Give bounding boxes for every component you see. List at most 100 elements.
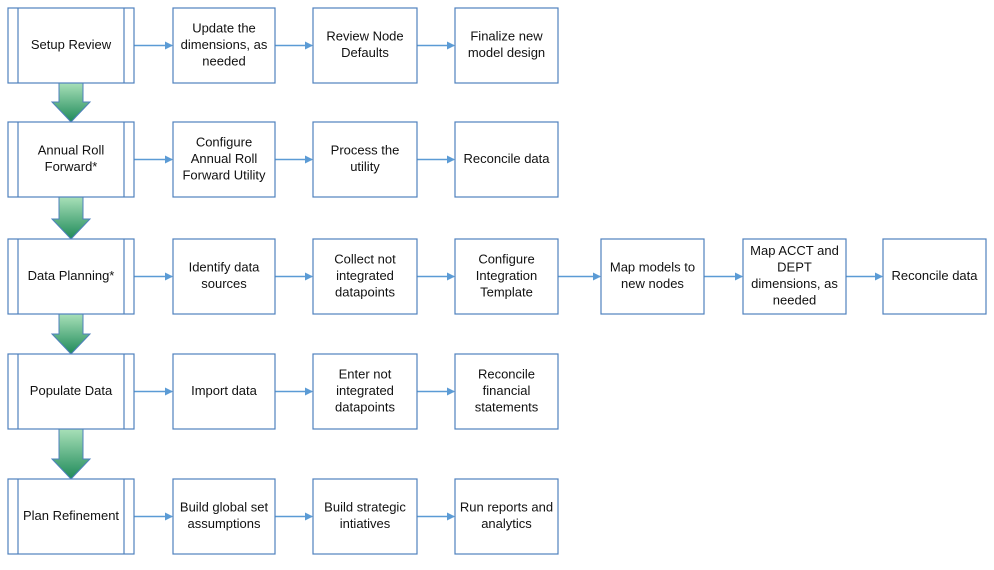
step-label-line: statements xyxy=(475,399,539,414)
step-label-line: Collect not xyxy=(334,251,396,266)
step-label-line: needed xyxy=(773,293,816,308)
step-label-line: analytics xyxy=(481,516,532,531)
step-box-frame xyxy=(312,7,418,84)
down-arrows xyxy=(50,82,92,480)
phase-box-frame xyxy=(7,7,135,84)
step-label-line: Map ACCT and xyxy=(750,243,839,258)
step-box-frame xyxy=(882,238,987,315)
down-arrow xyxy=(50,82,92,123)
step-box-frame xyxy=(454,7,559,84)
step-box-frame xyxy=(172,353,276,430)
step-label-line: Run reports and xyxy=(460,500,553,515)
phase-box: Setup Review xyxy=(7,7,135,84)
step-label-line: datapoints xyxy=(335,284,395,299)
step-label-line: Reconcile xyxy=(478,366,535,381)
phase-box-frame xyxy=(7,478,135,555)
down-arrow xyxy=(50,313,92,355)
step-label-line: financial xyxy=(483,383,531,398)
step-label-line: new nodes xyxy=(621,276,684,291)
step-box-frame xyxy=(454,353,559,430)
step-label-line: Enter not xyxy=(339,366,392,381)
step-label-line: assumptions xyxy=(188,516,261,531)
phase-label-line: Forward* xyxy=(45,159,98,174)
step-label-line: Process the xyxy=(331,143,400,158)
step-label-line: dimensions, as xyxy=(181,37,268,52)
step-label-line: integrated xyxy=(336,383,394,398)
step-label-line: Review Node xyxy=(326,29,403,44)
step-label-line: Reconcile data xyxy=(464,151,551,166)
step-box: Reconcile data xyxy=(882,238,987,315)
phase-box: Data Planning* xyxy=(7,238,135,315)
step-label-line: Configure xyxy=(478,251,534,266)
step-label-line: Annual Roll xyxy=(191,151,258,166)
step-box-frame xyxy=(312,478,418,555)
step-box-frame xyxy=(312,353,418,430)
down-arrow xyxy=(50,428,92,480)
step-box-frame xyxy=(454,121,559,198)
step-box-frame xyxy=(312,238,418,315)
step-box: Import data xyxy=(172,353,276,430)
step-box-frame xyxy=(454,238,559,315)
step-label-line: Configure xyxy=(196,134,252,149)
connector-arrows xyxy=(134,41,883,521)
step-label-line: dimensions, as xyxy=(751,276,838,291)
step-label-line: Map models to xyxy=(610,260,695,275)
step-label-line: Forward Utility xyxy=(182,167,266,182)
step-label-line: intiatives xyxy=(340,516,391,531)
step-label-line: Identify data xyxy=(189,260,261,275)
phase-box-frame xyxy=(7,238,135,315)
step-box-frame xyxy=(742,238,847,315)
step-box-frame xyxy=(172,7,276,84)
step-box-frame xyxy=(312,121,418,198)
phase-box: Plan Refinement xyxy=(7,478,135,555)
down-arrow xyxy=(50,196,92,240)
step-label-line: model design xyxy=(468,45,545,60)
step-box-frame xyxy=(172,238,276,315)
step-label-line: sources xyxy=(201,276,247,291)
step-label-line: Update the xyxy=(192,20,256,35)
step-label-line: integrated xyxy=(336,268,394,283)
step-label-line: needed xyxy=(202,53,245,68)
phase-label-line: Plan Refinement xyxy=(23,508,119,523)
phase-label-line: Data Planning* xyxy=(28,268,115,283)
step-box-frame xyxy=(172,121,276,198)
step-box-frame xyxy=(454,478,559,555)
phase-label-line: Populate Data xyxy=(30,383,113,398)
step-box-frame xyxy=(600,238,705,315)
step-label-line: Reconcile data xyxy=(892,268,979,283)
step-label-line: Build strategic xyxy=(324,500,406,515)
phase-box-frame xyxy=(7,121,135,198)
step-label-line: DEPT xyxy=(777,260,812,275)
step-label-line: utility xyxy=(350,159,380,174)
step-label-line: Import data xyxy=(191,383,258,398)
step-label-line: Integration xyxy=(476,268,537,283)
step-label-line: Defaults xyxy=(341,45,389,60)
phase-box-frame xyxy=(7,353,135,430)
step-label-line: datapoints xyxy=(335,399,395,414)
phase-box: Populate Data xyxy=(7,353,135,430)
step-label-line: Build global set xyxy=(180,500,269,515)
step-label-line: Template xyxy=(480,284,533,299)
phase-label-line: Annual Roll xyxy=(38,143,105,158)
phase-label-line: Setup Review xyxy=(31,37,112,52)
step-box: Reconcile data xyxy=(454,121,559,198)
step-label-line: Finalize new xyxy=(470,29,543,44)
